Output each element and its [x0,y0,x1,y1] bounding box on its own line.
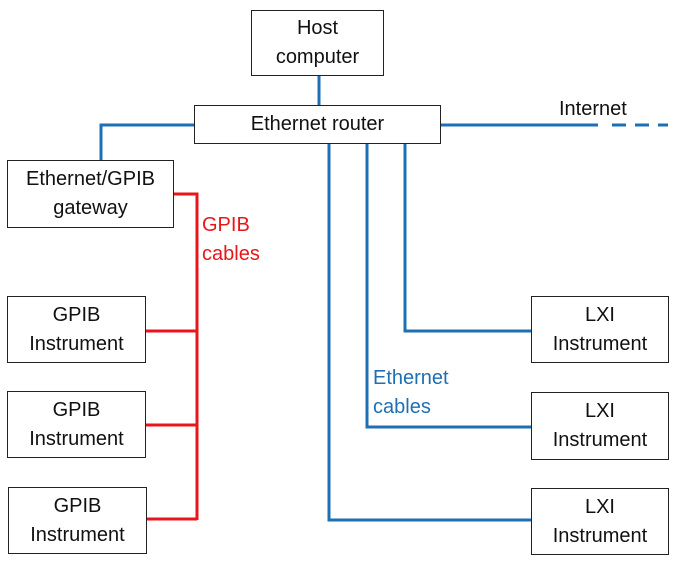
lxi3-line-2: Instrument [552,524,648,547]
gpib-cables-line-2: cables [202,243,260,265]
lxi1-line-1: LXI [584,303,615,326]
router-lxi2-link [365,144,531,429]
lxi2-line-1: LXI [584,400,615,422]
router-lxi1-link [403,144,531,333]
lxi-instrument-box-2: LXI Instrument [531,392,669,460]
lxi-instrument-box-3: LXI Instrument [531,488,669,555]
router-label: Ethernet router [250,113,385,135]
lxi3-line-1: LXI [584,495,615,518]
ethernet-cables-line-1: Ethernet [373,367,449,389]
gpib-cables-line-1: GPIB [202,214,250,236]
host-line-1: Host [296,17,339,39]
lxi1-line-2: Instrument [552,332,648,355]
ethernet-cables-label: Ethernet cables [373,364,449,422]
gpib1-line-2: Instrument [29,332,124,355]
gpib2-line-1: GPIB [52,398,101,421]
gpib-bus-trunk [174,192,199,520]
gpib-instrument-box-3: GPIB Instrument [8,487,147,554]
internet-label: Internet [559,98,627,120]
gpib3-line-1: GPIB [53,494,102,517]
ethernet-router-box: Ethernet router [194,105,441,144]
ethernet-cables-line-2: cables [373,396,431,418]
gpib-instrument-box-1: GPIB Instrument [7,296,146,363]
gpib2-line-2: Instrument [29,427,124,450]
lxi-instrument-box-1: LXI Instrument [531,296,669,363]
host-line-2: computer [275,46,360,68]
gpib-cables-label: GPIB cables [202,211,260,269]
gpib3-line-2: Instrument [30,523,125,546]
gpib-instrument-box-2: GPIB Instrument [7,391,146,458]
router-gateway-link [99,123,194,160]
ethernet-gpib-gateway-box: Ethernet/GPIB gateway [7,160,174,228]
host-computer-box: Host computer [251,10,384,76]
lxi2-line-2: Instrument [552,429,648,451]
gateway-line-1: Ethernet/GPIB [26,168,155,190]
gateway-line-2: gateway [53,197,128,219]
gpib1-line-1: GPIB [52,303,101,326]
router-lxi3-link [327,144,531,522]
